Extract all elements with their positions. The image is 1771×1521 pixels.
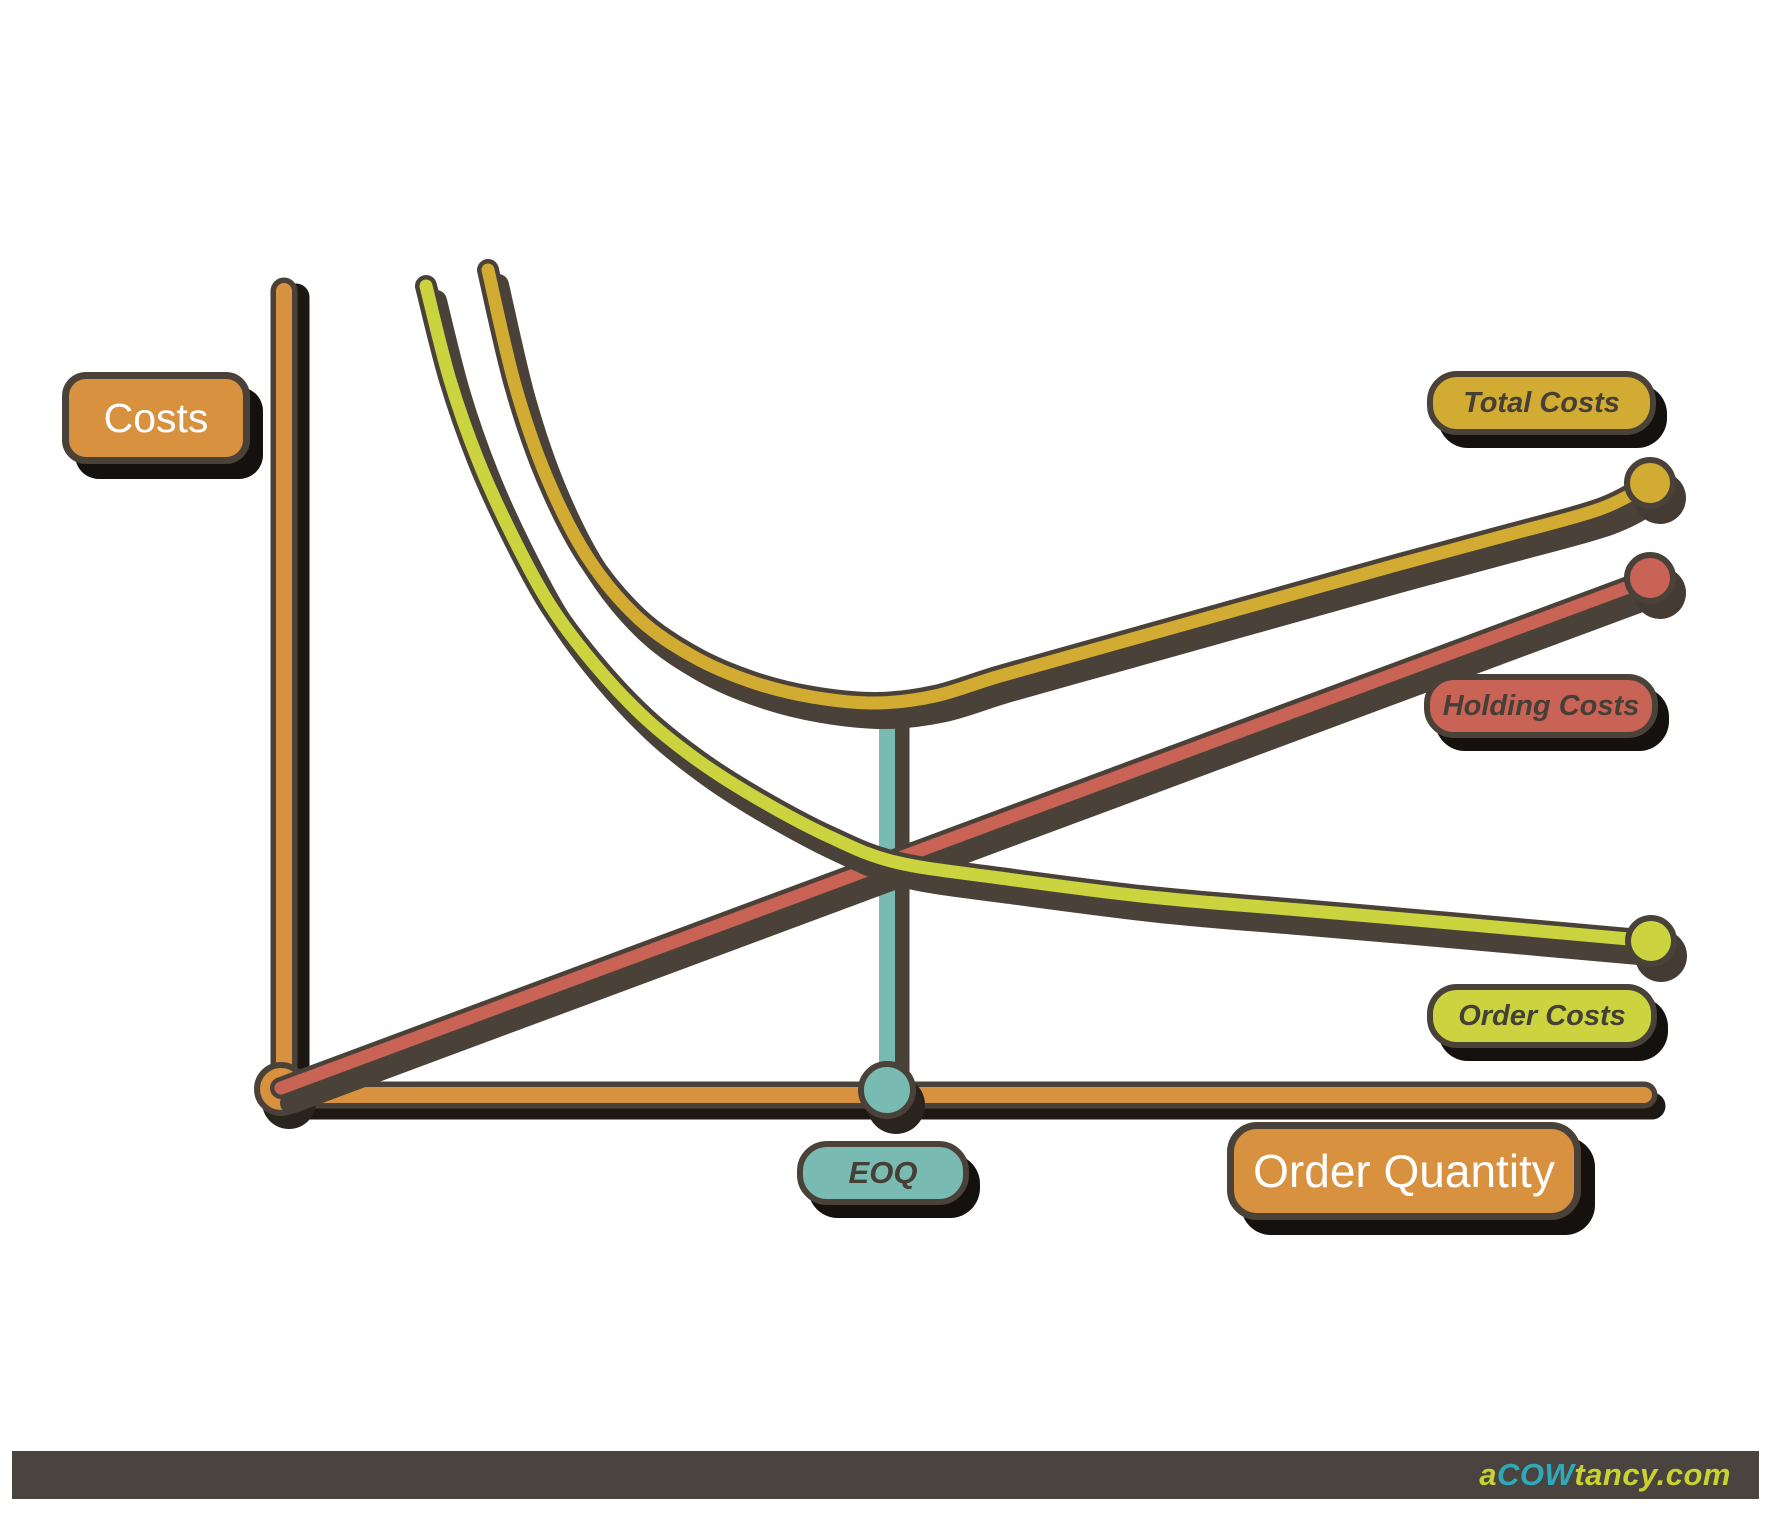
footer-bar: aCOWtancy.com [12,1451,1759,1499]
holding-costs-line-endpoint-dot [1624,552,1676,604]
logo-prefix: a [1479,1457,1498,1492]
legend-total-costs-text: Total Costs [1463,386,1620,419]
total-costs-curve-endpoint-dot [1624,457,1676,509]
x-axis-label-order-quantity: Order Quantity [1227,1122,1581,1220]
eoq-annotation-text: EOQ [848,1155,918,1190]
legend-order-costs-text: Order Costs [1458,999,1626,1032]
order-costs-curve [419,279,1658,948]
y-axis-label-costs: Costs [62,372,250,464]
legend-holding-costs-text: Holding Costs [1442,689,1640,722]
y-axis-label-text: Costs [103,394,209,441]
holding-costs-line [274,572,1657,1095]
logo-cow: COW [1497,1457,1575,1492]
logo-suffix: tancy.com [1574,1457,1731,1492]
eoq-dot [858,1061,916,1119]
legend-order-costs: Order Costs [1427,984,1657,1048]
acowtancy-logo: aCOWtancy.com [1479,1451,1731,1499]
eoq-annotation-label: EOQ [797,1141,969,1205]
x-axis-label-text: Order Quantity [1253,1145,1555,1197]
order-costs-curve-endpoint-dot [1625,915,1677,967]
holding-costs-line-shadow [280,583,1671,1114]
legend-total-costs: Total Costs [1427,371,1656,435]
total-costs-curve [481,263,1657,710]
legend-holding-costs: Holding Costs [1424,674,1658,738]
